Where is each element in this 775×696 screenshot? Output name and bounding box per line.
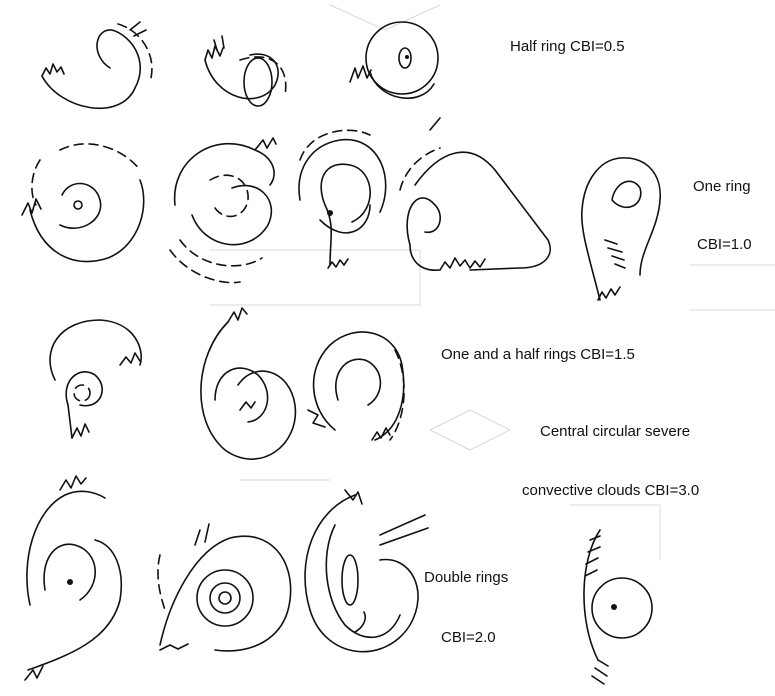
- central-severe-sketch: [584, 530, 652, 684]
- one-half-rings-sketch-1: [50, 320, 141, 438]
- label-central-line1: Central circular severe: [540, 423, 690, 440]
- half-ring-sketch-1: [42, 22, 152, 108]
- label-half-ring: Half ring CBI=0.5: [510, 38, 625, 55]
- one-ring-sketch-1: [22, 144, 144, 262]
- one-ring-sketch-2: [170, 138, 276, 283]
- double-rings-sketch-1: [25, 476, 121, 680]
- label-one-half-rings: One and a half rings CBI=1.5: [441, 346, 635, 363]
- label-one-ring-cbi: CBI=1.0: [697, 236, 752, 253]
- label-central-line2: convective clouds CBI=3.0: [522, 482, 699, 499]
- one-ring-sketch-5: [582, 158, 660, 300]
- label-double-rings: Double rings: [424, 569, 508, 586]
- label-double-rings-cbi: CBI=2.0: [441, 629, 496, 646]
- one-half-rings-sketch-2: [201, 308, 296, 459]
- one-half-rings-sketch-3: [308, 332, 404, 440]
- label-one-ring: One ring: [693, 178, 751, 195]
- one-ring-sketch-4: [400, 118, 550, 270]
- one-ring-sketch-3: [299, 130, 386, 268]
- background-scan-marks: [210, 5, 775, 560]
- double-rings-sketch-3: [305, 490, 428, 652]
- half-ring-sketch-2: [205, 36, 286, 106]
- double-rings-sketch-2: [158, 524, 291, 651]
- half-ring-sketch-3: [350, 22, 438, 98]
